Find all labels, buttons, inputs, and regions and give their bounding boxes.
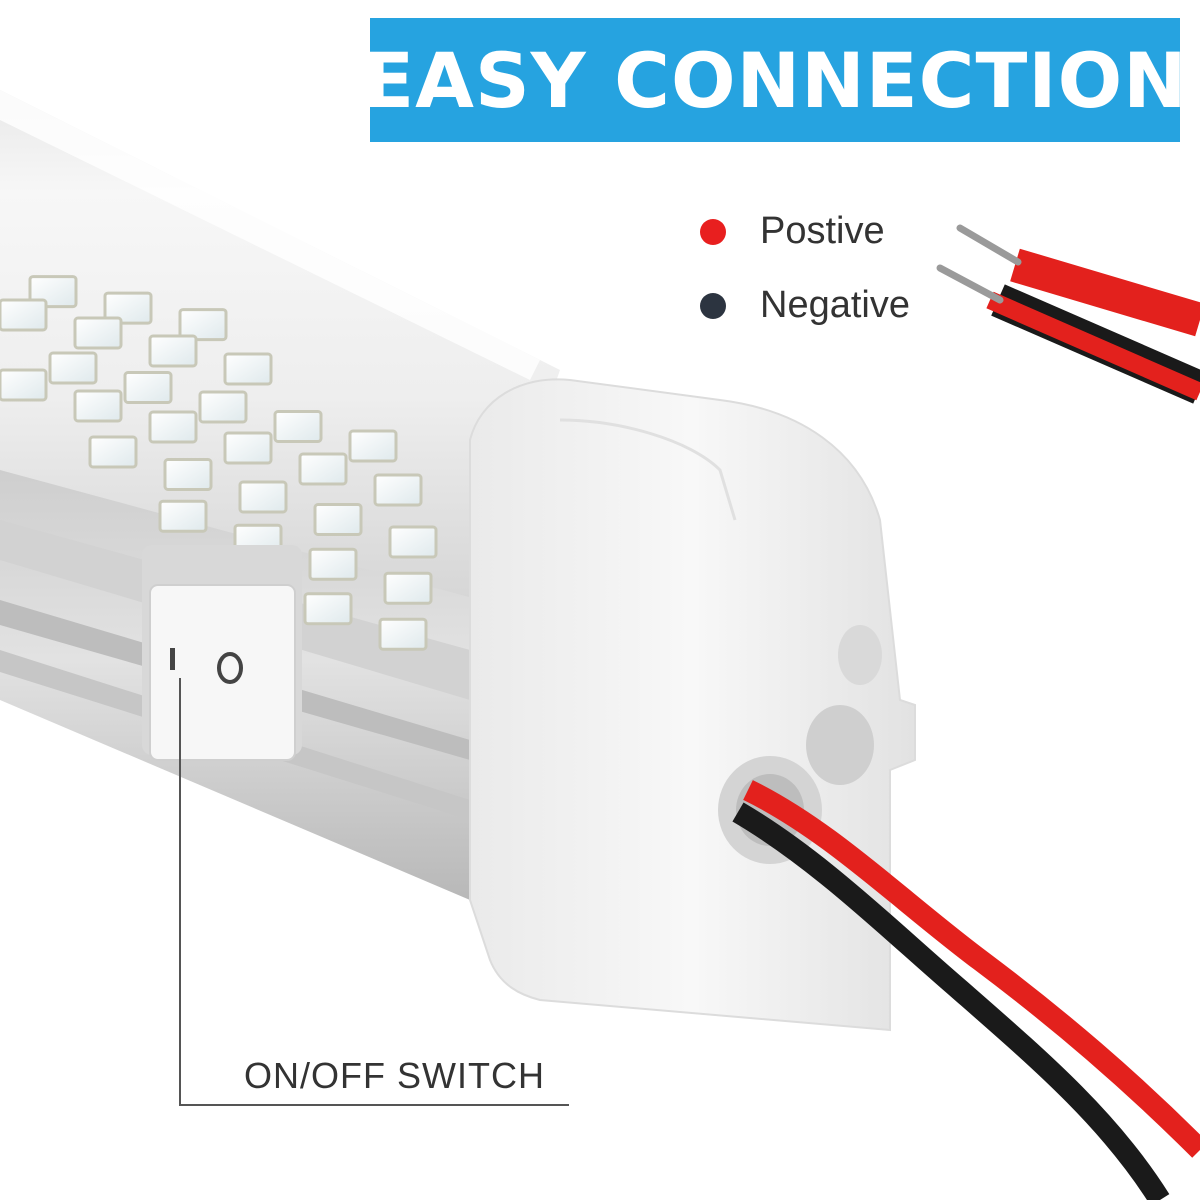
legend-negative-label: Negative: [760, 284, 910, 326]
led-chip: [223, 431, 273, 465]
legend-negative: Negative: [700, 284, 910, 327]
red-dot-icon: [700, 218, 726, 245]
led-chip: [303, 592, 353, 626]
on-off-switch[interactable]: [142, 545, 302, 761]
legend-positive: Postive: [700, 210, 885, 253]
wire-ends: [936, 224, 1200, 404]
led-chip: [223, 352, 273, 386]
black-dot-icon: [700, 292, 726, 319]
led-chip: [73, 389, 123, 423]
led-chip: [48, 351, 98, 385]
led-chip: [88, 435, 138, 469]
led-chip: [123, 371, 173, 404]
led-chip: [73, 316, 123, 350]
title-banner: EASY CONNECTION: [362, 18, 1187, 142]
led-chip: [298, 452, 348, 486]
switch-callout-label: ON/OFF SWITCH: [244, 1055, 545, 1096]
end-cap: [469, 378, 916, 1032]
led-chip: [273, 410, 323, 443]
led-chip: [373, 473, 423, 507]
led-chip: [178, 308, 228, 342]
clear-tube: [0, 90, 560, 600]
led-chip: [348, 429, 398, 463]
led-chip: [313, 503, 363, 536]
led-chip: [158, 499, 208, 533]
led-chip: [0, 298, 48, 332]
led-chip: [103, 291, 153, 325]
callout-vertical-line: [179, 678, 181, 1106]
power-wires: [732, 780, 1200, 1200]
led-chip: [388, 525, 438, 559]
callout-horizontal-line: [179, 1104, 569, 1106]
led-chip: [198, 390, 248, 424]
switch-on-mark: [170, 648, 175, 670]
led-chip: [308, 547, 358, 581]
led-chip: [383, 571, 433, 605]
led-chip: [378, 617, 428, 651]
led-chip: [238, 480, 288, 514]
switch-off-mark: [217, 652, 243, 684]
led-chip-array: [0, 275, 438, 651]
led-chip: [148, 410, 198, 444]
led-chip: [163, 458, 213, 491]
banner-title: EASY CONNECTION: [362, 35, 1188, 125]
led-chip: [0, 368, 48, 402]
legend-positive-label: Postive: [760, 210, 885, 252]
led-chip: [148, 334, 198, 368]
